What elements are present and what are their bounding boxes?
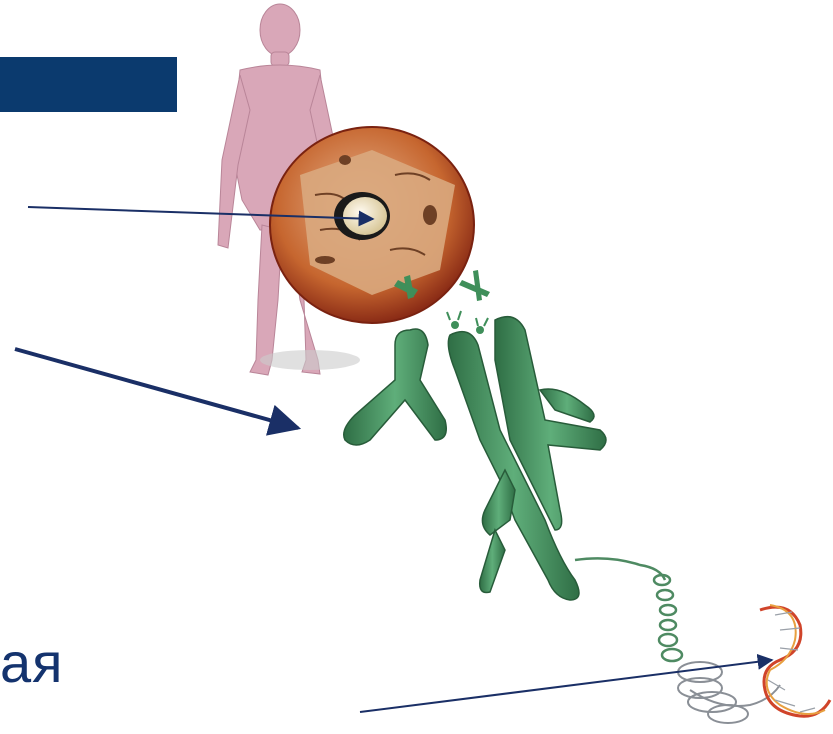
nucleus	[334, 192, 390, 240]
partial-label: ая	[0, 635, 63, 691]
header-bar	[0, 57, 177, 112]
chromatin-coil	[575, 558, 682, 661]
dna	[678, 605, 830, 723]
centromere-knobs	[447, 311, 488, 334]
arrow-to-dna	[360, 660, 772, 712]
figure-shadow	[260, 350, 360, 370]
chromosome	[344, 317, 606, 600]
